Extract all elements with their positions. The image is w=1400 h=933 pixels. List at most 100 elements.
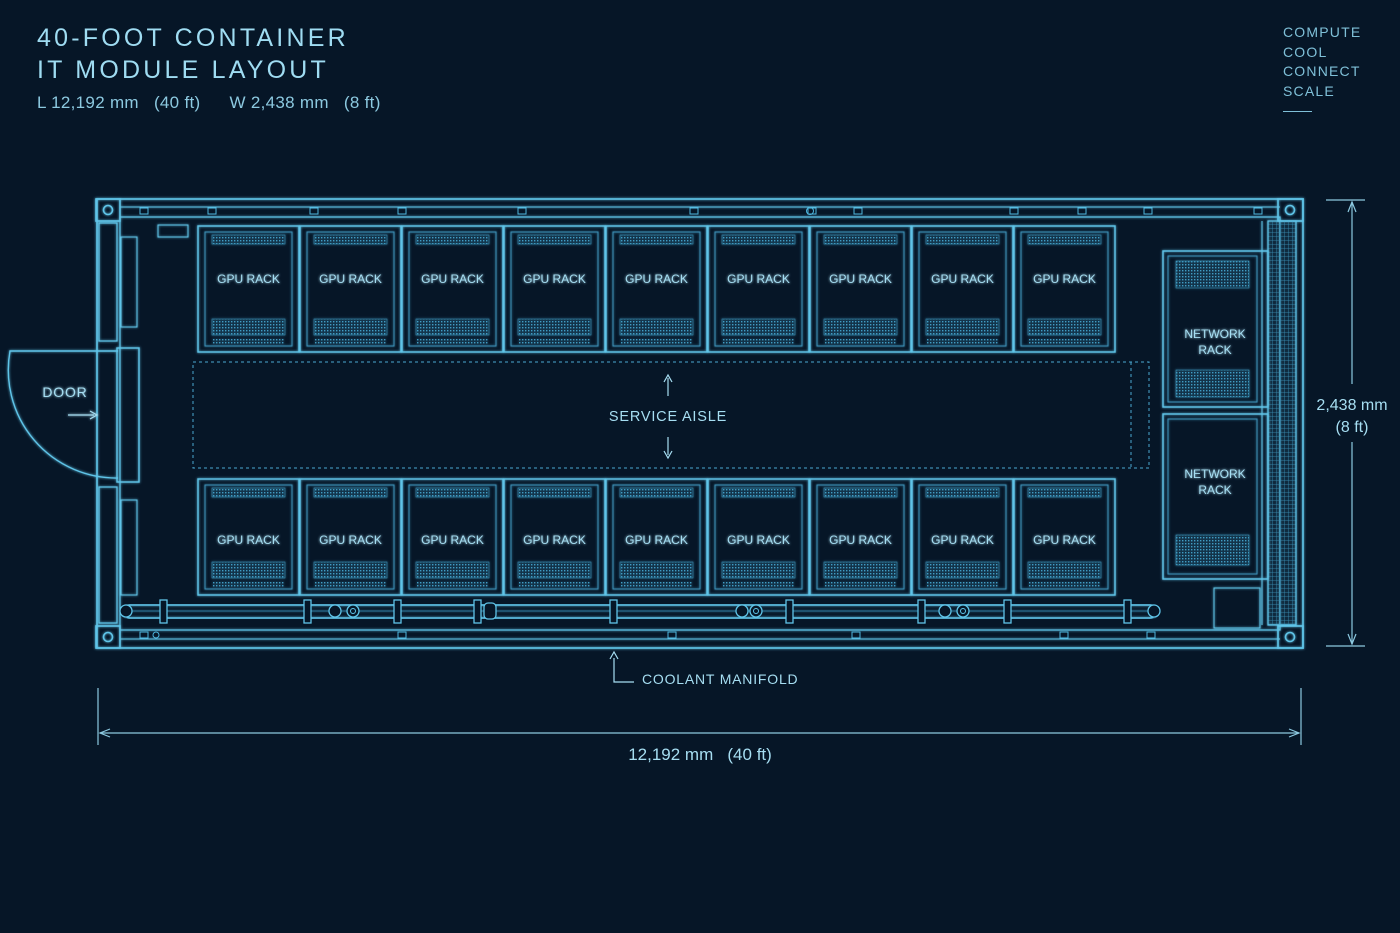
valve-icon — [328, 604, 342, 618]
vent-grille — [721, 487, 796, 498]
vent-grille — [721, 234, 796, 245]
coolant-manifold-callout: COOLANT MANIFOLD — [609, 650, 798, 687]
door-arrow-icon — [89, 410, 99, 420]
wall-fitting — [309, 207, 319, 215]
network-rack-label-1: NETWORK — [1184, 467, 1245, 481]
vent-grille — [517, 487, 592, 498]
vent-grille — [620, 582, 693, 587]
gpu-rack: GPU RACK — [707, 225, 810, 353]
tagline-connect: CONNECT — [1283, 63, 1361, 79]
gpu-rack-inner — [612, 484, 701, 590]
vent-grille — [925, 318, 1000, 336]
gpu-rack: GPU RACK — [197, 225, 300, 353]
service-aisle-label: SERVICE AISLE — [609, 409, 727, 425]
gpu-rack-outline — [197, 225, 300, 353]
network-rack-inner — [1167, 418, 1258, 575]
pipe-clamp — [473, 599, 482, 624]
valve-icon — [749, 604, 763, 618]
door[interactable]: DOOR — [7, 350, 119, 479]
vent-grille — [1175, 260, 1250, 289]
vent-grille — [925, 561, 1000, 579]
vent-grille — [416, 339, 489, 344]
gpu-rack-label: GPU RACK — [319, 272, 382, 286]
vent-grille — [1027, 487, 1102, 498]
gpu-rack-outline — [401, 225, 504, 353]
wall-fitting — [152, 631, 160, 639]
vent-grille — [211, 561, 286, 579]
corner-casting — [95, 625, 121, 649]
arrow-down-icon — [663, 450, 673, 460]
gpu-rack: GPU RACK — [401, 478, 504, 596]
arrow-up-icon — [1347, 200, 1357, 213]
gpu-rack-inner — [306, 231, 395, 347]
gpu-rack: GPU RACK — [707, 478, 810, 596]
tagline-scale: SCALE — [1283, 82, 1335, 99]
vent-grille — [212, 339, 285, 344]
wall-fitting — [207, 207, 217, 215]
valve-icon — [735, 604, 749, 618]
valve-icon — [350, 608, 356, 614]
pipe-end-cap — [1147, 604, 1161, 618]
pump-icon — [483, 602, 497, 620]
gpu-rack-label: GPU RACK — [931, 272, 994, 286]
gpu-rack-outline — [1013, 225, 1116, 353]
arrow-left-icon — [98, 728, 111, 738]
gpu-rack: GPU RACK — [809, 478, 912, 596]
gpu-rack-inner — [408, 231, 497, 347]
corner-casting — [95, 198, 121, 222]
pipe-clamp — [159, 599, 168, 624]
gpu-rack-inner — [918, 231, 1007, 347]
vent-grille — [722, 339, 795, 344]
container-shell — [95, 198, 1304, 649]
gpu-rack-outline — [605, 225, 708, 353]
gpu-rack-inner — [1020, 484, 1109, 590]
door-frame — [116, 347, 140, 483]
vent-grille — [517, 234, 592, 245]
wall-fitting — [1059, 631, 1069, 639]
gpu-rack-array: GPU RACK GPU RACK GPU RACK GPU RACK GPU RACK… — [197, 225, 1116, 596]
vent-grille — [619, 487, 694, 498]
network-rack-outline — [1162, 413, 1269, 580]
wall-fitting — [1009, 207, 1019, 215]
gpu-rack-outline — [809, 225, 912, 353]
title-line-1: 40-FOOT CONTAINER — [37, 24, 349, 52]
valve-icon — [956, 604, 970, 618]
vent-grille — [824, 339, 897, 344]
vent-grille — [925, 487, 1000, 498]
gpu-rack-outline — [503, 478, 606, 596]
gpu-rack-inner — [510, 231, 599, 347]
gpu-rack-label: GPU RACK — [829, 272, 892, 286]
vent-grille — [212, 582, 285, 587]
gpu-rack-label: GPU RACK — [727, 272, 790, 286]
length-dimension-label: 12,192 mm (40 ft) — [628, 745, 772, 764]
vent-grille — [518, 339, 591, 344]
gpu-rack-outline — [503, 225, 606, 353]
gpu-rack-outline — [911, 225, 1014, 353]
vent-grille — [722, 582, 795, 587]
vent-grille — [926, 582, 999, 587]
vent-grille — [1028, 582, 1101, 587]
wall-fitting — [1143, 207, 1153, 215]
width-dimension: W 2,438 mm (8 ft) — [229, 93, 381, 112]
valve-icon — [960, 608, 966, 614]
gpu-rack-outline — [911, 478, 1014, 596]
network-rack-label-1: NETWORK — [1184, 327, 1245, 341]
wall-fitting — [853, 207, 863, 215]
vent-grille — [823, 487, 898, 498]
gpu-rack: GPU RACK — [197, 478, 300, 596]
tagline: COMPUTE COOL CONNECT SCALE — [1283, 23, 1361, 101]
gpu-rack-inner — [204, 231, 293, 347]
wall-fitting — [807, 207, 817, 215]
pipe-clamp — [1123, 599, 1132, 624]
arrow-right-icon — [1288, 728, 1301, 738]
length-dimension: L 12,192 mm (40 ft) — [37, 93, 201, 112]
gpu-rack-label: GPU RACK — [829, 533, 892, 547]
valve-icon — [346, 604, 360, 618]
wall-fitting — [689, 207, 699, 215]
pipe-clamp — [785, 599, 794, 624]
gpu-rack-inner — [408, 484, 497, 590]
gpu-rack-label: GPU RACK — [523, 272, 586, 286]
tagline-rule — [1283, 111, 1312, 112]
